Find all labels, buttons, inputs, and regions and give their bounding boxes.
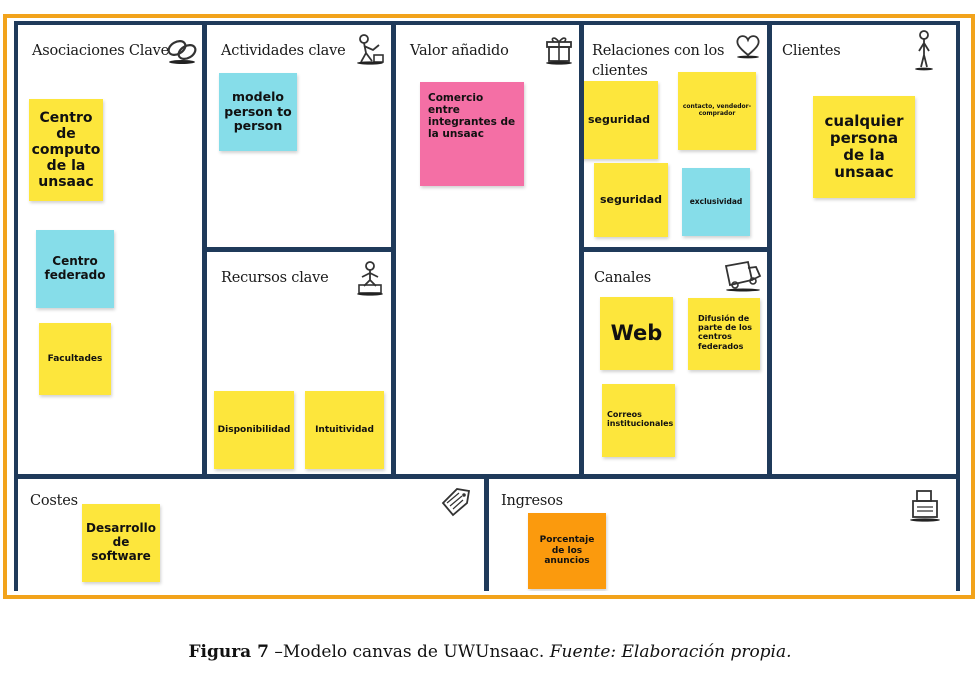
note-seguridad-2: seguridad bbox=[594, 163, 668, 237]
caption-text: –Modelo canvas de UWUnsaac. bbox=[268, 642, 550, 662]
figure-caption: Figura 7 –Modelo canvas de UWUnsaac. Fue… bbox=[0, 642, 980, 662]
note-porcentaje-anuncios: Porcentaje de los anuncios bbox=[528, 513, 606, 589]
gift-box-icon bbox=[544, 33, 574, 65]
note-web: Web bbox=[600, 297, 673, 370]
heart-icon bbox=[734, 33, 762, 59]
note-facultades: Facultades bbox=[39, 323, 111, 395]
customer-segments-block: Clientes cualquier persona de la unsaac bbox=[772, 25, 956, 474]
caption-source: Fuente: Elaboración propia. bbox=[549, 642, 792, 662]
worker-icon bbox=[355, 260, 385, 296]
key-partners-title: Asociaciones Clave bbox=[32, 43, 170, 59]
channels-block: Canales Web Difusión de parte de los cen… bbox=[584, 252, 767, 474]
person-working-icon bbox=[355, 33, 385, 65]
delivery-truck-icon bbox=[722, 258, 762, 292]
note-centro-federado: Centro federado bbox=[36, 230, 114, 308]
cash-register-icon bbox=[907, 485, 943, 523]
customer-segments-title: Clientes bbox=[782, 43, 841, 59]
key-partners-block: Asociaciones Clave Centro de computo de … bbox=[18, 25, 202, 474]
standing-person-icon bbox=[912, 29, 936, 71]
revenue-streams-block: Ingresos Porcentaje de los anuncios bbox=[489, 479, 956, 591]
note-difusion: Difusión de parte de los centros federad… bbox=[688, 298, 760, 370]
note-exclusividad: exclusividad bbox=[682, 168, 750, 236]
note-correos: Correos institucionales bbox=[602, 384, 675, 457]
note-contacto: contacto, vendedor-comprador bbox=[678, 72, 756, 150]
chain-link-icon bbox=[164, 35, 200, 65]
key-resources-title: Recursos clave bbox=[221, 270, 329, 286]
note-cualquier-persona: cualquier persona de la unsaac bbox=[813, 96, 915, 198]
key-activities-title: Actividades clave bbox=[221, 43, 346, 59]
price-tag-icon bbox=[437, 485, 473, 517]
value-proposition-block: Valor añadido Comercio entre integrantes… bbox=[396, 25, 579, 474]
caption-label: Figura 7 bbox=[188, 642, 269, 662]
note-centro-computo: Centro de computo de la unsaac bbox=[29, 99, 103, 201]
note-disponibilidad: Disponibilidad bbox=[214, 391, 294, 469]
customer-relationships-block: Relaciones con los clientes seguridad co… bbox=[584, 25, 767, 247]
channels-title: Canales bbox=[594, 270, 651, 286]
note-seguridad-1: seguridad bbox=[584, 81, 658, 159]
key-resources-block: Recursos clave Disponibilidad Intuitivid… bbox=[207, 252, 391, 474]
business-model-canvas: Asociaciones Clave Centro de computo de … bbox=[14, 21, 960, 591]
cost-structure-block: Costes Desarrollo de software bbox=[18, 479, 484, 591]
note-intuitividad: Intuitividad bbox=[305, 391, 384, 469]
value-proposition-title: Valor añadido bbox=[410, 43, 509, 59]
note-comercio: Comercio entre integrantes de la unsaac bbox=[420, 82, 524, 186]
key-activities-block: Actividades clave modelo person to perso… bbox=[207, 25, 391, 247]
note-desarrollo-software: Desarrollo de software bbox=[82, 504, 160, 582]
note-modelo-person: modelo person to person bbox=[219, 73, 297, 151]
cost-structure-title: Costes bbox=[30, 493, 78, 509]
revenue-streams-title: Ingresos bbox=[501, 493, 563, 509]
customer-relationships-title: Relaciones con los clientes bbox=[592, 43, 725, 79]
